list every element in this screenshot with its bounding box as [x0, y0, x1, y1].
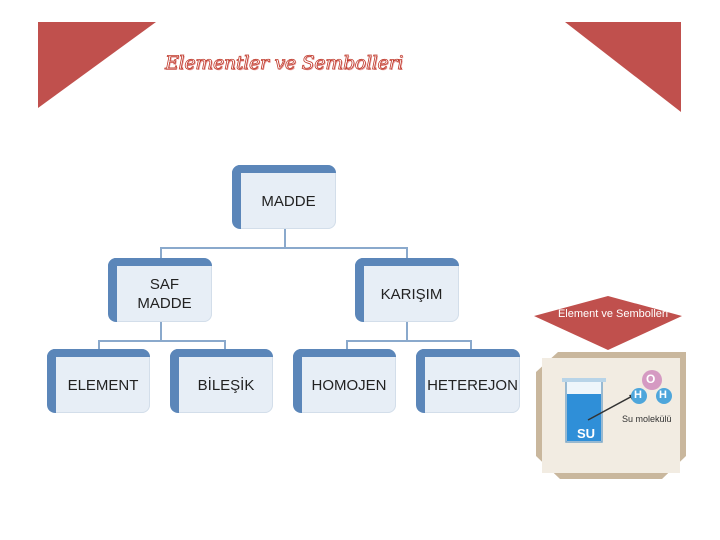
connector — [160, 247, 162, 261]
node-bilesik: BİLEŞİK — [170, 349, 273, 413]
atom-o: O — [646, 372, 656, 386]
slide-title: Elementler ve Sembolleri — [164, 52, 404, 75]
connector — [160, 247, 408, 249]
node-saf-madde: SAF MADDE — [108, 258, 212, 322]
node-label: HOMOJEN — [311, 376, 387, 394]
node-homojen: HOMOJEN — [293, 349, 396, 413]
connector — [224, 340, 226, 350]
ribbon-label: Element ve Sembolleri — [557, 308, 669, 320]
node-madde: MADDE — [232, 165, 336, 229]
node-element: ELEMENT — [47, 349, 150, 413]
beaker-label: SU — [577, 426, 596, 441]
node-label: BİLEŞİK — [197, 376, 255, 394]
connector — [470, 340, 472, 350]
atom-h-2: H — [659, 389, 667, 401]
node-label: SAF MADDE — [137, 276, 192, 312]
connector — [98, 340, 226, 342]
atom-h-1: H — [634, 389, 642, 401]
corner-triangle-right — [565, 22, 681, 112]
connector — [160, 322, 162, 340]
node-label: KARIŞIM — [380, 285, 443, 303]
ribbon-shape — [534, 296, 682, 350]
node-heterejon: HETEREJON — [416, 349, 520, 413]
connector — [346, 340, 472, 342]
connector — [406, 247, 408, 261]
connector — [406, 322, 408, 340]
node-label: HETEREJON — [427, 376, 518, 394]
connector — [346, 340, 348, 350]
molecule-label: Su molekülü — [622, 414, 672, 424]
water-illustration: SU O H H Su molekülü — [536, 352, 686, 479]
corner-triangle-left — [38, 22, 156, 108]
connector — [284, 229, 286, 247]
connector — [98, 340, 100, 350]
water-molecule-image — [536, 352, 686, 479]
node-label: MADDE — [261, 192, 316, 210]
node-label: ELEMENT — [67, 376, 139, 394]
node-karisim: KARIŞIM — [355, 258, 459, 322]
